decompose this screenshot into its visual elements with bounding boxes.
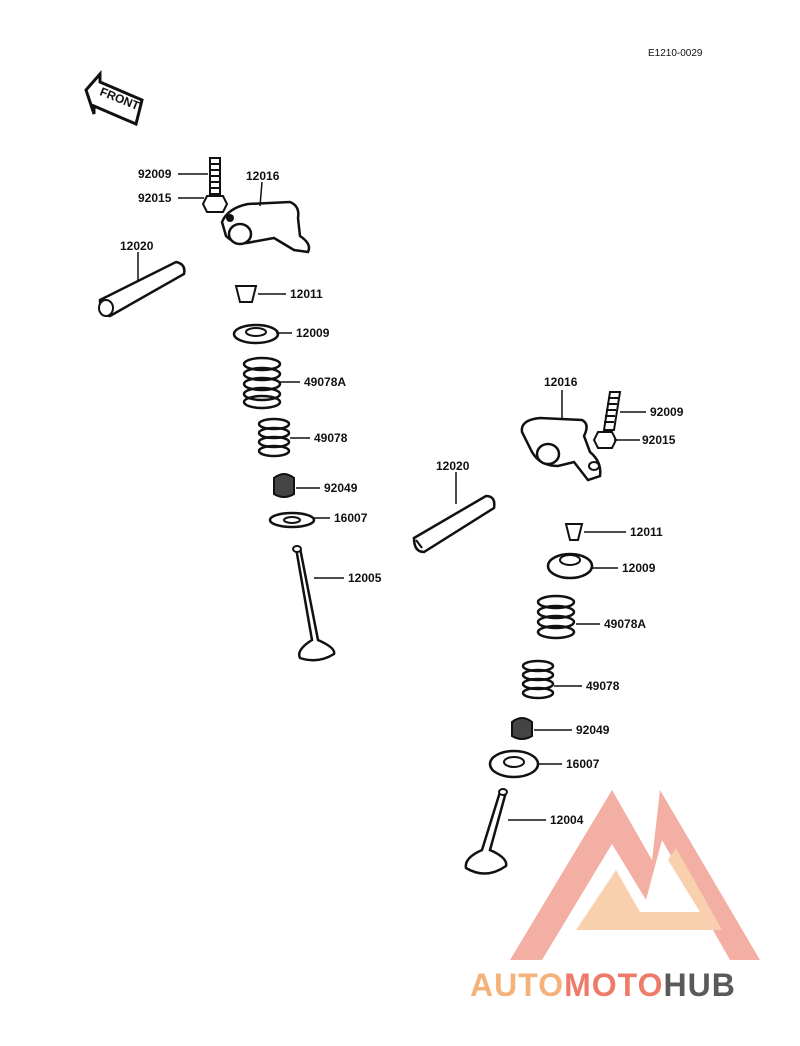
label-12016-left: 12016 — [246, 169, 280, 183]
valve-cotter-right — [564, 523, 584, 541]
label-12009-right: 12009 — [622, 561, 656, 575]
rocker-shaft-right — [412, 494, 496, 554]
spring-retainer-left — [232, 323, 280, 345]
label-12005-left: 12005 — [348, 571, 382, 585]
label-92049-left: 92049 — [324, 481, 358, 495]
label-12016-right: 12016 — [544, 375, 578, 389]
label-12011-left: 12011 — [290, 287, 323, 301]
label-49078A-right: 49078A — [604, 617, 646, 631]
rocker-shaft-left — [98, 260, 186, 318]
label-92015-left: 92015 — [138, 191, 172, 205]
adjusting-bolt-left — [209, 157, 221, 195]
outer-spring-left — [242, 356, 282, 410]
valve-seal-right — [511, 717, 533, 740]
label-92009-left: 92009 — [138, 167, 172, 181]
front-arrow-icon: FRONT — [84, 70, 144, 127]
label-49078-left: 49078 — [314, 431, 348, 445]
label-92009-right: 92009 — [650, 405, 684, 419]
label-92015-right: 92015 — [642, 433, 676, 447]
label-16007-left: 16007 — [334, 511, 368, 525]
inner-spring-left — [257, 417, 291, 458]
intake-valve-left — [292, 545, 336, 662]
spring-retainer-right — [546, 552, 594, 580]
label-49078A-left: 49078A — [304, 375, 346, 389]
inner-spring-right — [521, 659, 555, 700]
valve-cotter-left — [234, 285, 258, 303]
label-12020-right: 12020 — [436, 459, 470, 473]
label-12004-right: 12004 — [550, 813, 584, 827]
label-12011-right: 12011 — [630, 525, 663, 539]
label-12020-left: 12020 — [120, 239, 154, 253]
watermark-logo-icon — [510, 790, 760, 960]
locknut-left — [201, 195, 229, 213]
label-12009-left: 12009 — [296, 326, 330, 340]
spring-seat-right — [488, 749, 540, 779]
rocker-arm-left — [220, 200, 311, 254]
exhaust-valve-right — [464, 788, 508, 875]
adjusting-bolt-right — [602, 391, 622, 431]
label-49078-right: 49078 — [586, 679, 620, 693]
label-92049-right: 92049 — [576, 723, 610, 737]
outer-spring-right — [536, 594, 576, 640]
diagram-code: E1210-0029 — [648, 48, 703, 59]
valve-seal-left — [273, 473, 295, 498]
label-16007-right: 16007 — [566, 757, 600, 771]
rocker-arm-right — [520, 416, 602, 482]
spring-seat-left — [268, 511, 316, 529]
locknut-right — [592, 431, 618, 449]
watermark-text: AUTOMOTOHUB — [470, 967, 736, 1003]
